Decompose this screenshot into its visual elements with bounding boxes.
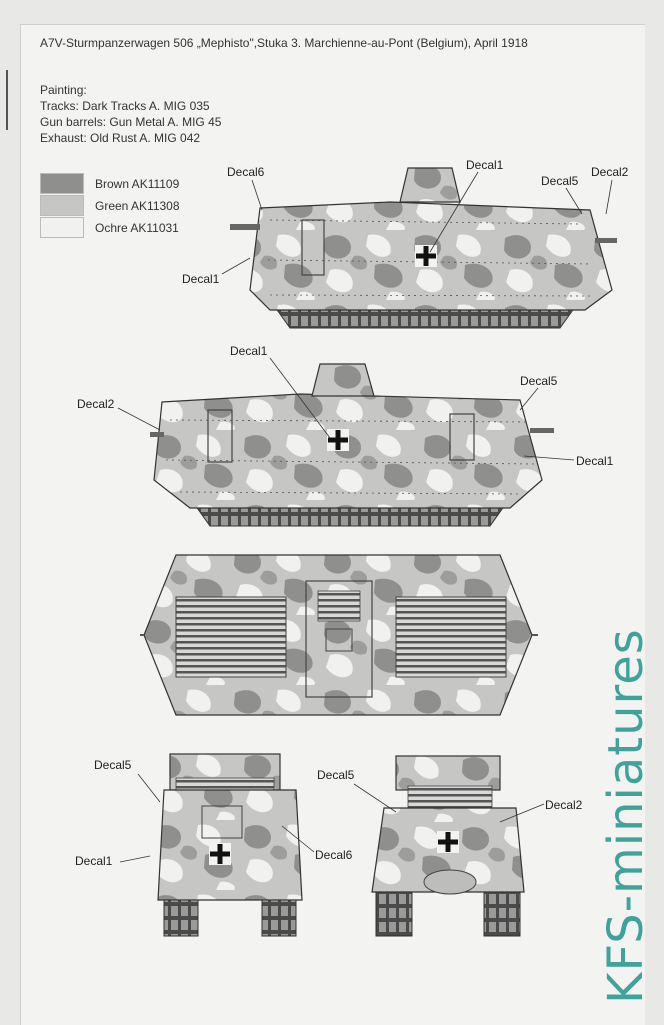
callout-decal6-front: Decal6: [315, 848, 353, 862]
leader-lines-bottom: [119, 773, 545, 863]
painting-notes: Painting: Tracks: Dark Tracks A. MIG 035…: [40, 82, 221, 146]
rear-view: [371, 755, 525, 937]
swatch-box-green: [40, 195, 84, 216]
front-view: [157, 753, 303, 937]
leader-lines-side2: [117, 357, 575, 461]
swatch-box-brown: [40, 173, 84, 194]
callout-decal5-side: Decal5: [541, 174, 579, 188]
callout-decal2-rear: Decal2: [545, 798, 583, 812]
side-view-left: [230, 167, 617, 329]
swatch-green: Green AK11308: [40, 195, 200, 217]
side-view-right: [150, 363, 554, 527]
color-legend: Brown AK11109 Green AK11308 Ochre AK1103…: [40, 173, 200, 239]
callout-decal1-front: Decal1: [75, 854, 113, 868]
swatch-label-green: Green AK11308: [95, 199, 180, 213]
painting-line-gun-barrels: Gun barrels: Gun Metal A. MIG 45: [40, 115, 222, 129]
callout-decal6-side: Decal6: [227, 165, 265, 179]
swatch-box-ochre: [40, 217, 84, 238]
sheet-title: A7V-Sturmpanzerwagen 506 „Mephisto",Stuk…: [40, 36, 528, 50]
swatch-brown: Brown AK11109: [40, 173, 200, 195]
painting-line-exhaust: Exhaust: Old Rust A. MIG 042: [40, 131, 201, 145]
painting-line-tracks: Tracks: Dark Tracks A. MIG 035: [40, 99, 210, 113]
callout-decal5-front: Decal5: [94, 758, 132, 772]
swatch-label-ochre: Ochre AK11031: [95, 221, 179, 235]
watermark: KFS-miniatures: [598, 628, 654, 1004]
swatch-ochre: Ochre AK11031: [40, 217, 200, 239]
callout-decal1-side2-right: Decal1: [576, 454, 614, 468]
page-edge-mark: [6, 70, 8, 130]
swatch-label-brown: Brown AK11109: [95, 177, 180, 191]
callout-decal1-side2-top: Decal1: [230, 344, 268, 358]
painting-heading: Painting:: [40, 83, 87, 97]
callout-decal2-side: Decal2: [591, 165, 629, 179]
callout-decal5-side2: Decal5: [520, 374, 558, 388]
callout-decal5-rear: Decal5: [317, 768, 355, 782]
callout-decal1-side-left: Decal1: [182, 272, 220, 286]
leader-lines-side: [221, 171, 613, 275]
callout-decal2-side2: Decal2: [77, 397, 115, 411]
top-view: [140, 554, 538, 716]
callout-decal1-side-top: Decal1: [466, 158, 504, 172]
